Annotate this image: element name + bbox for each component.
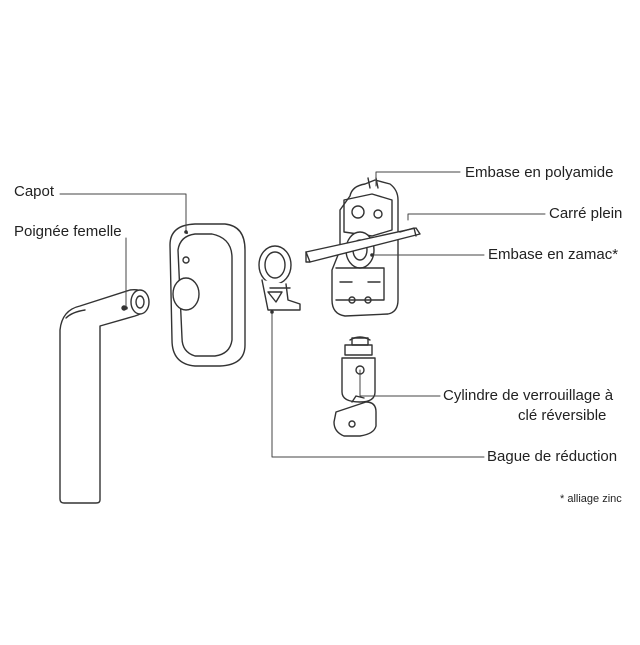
leader-carre-plein [407,213,546,221]
leader-cylindre [359,369,441,397]
label-carre-plein: Carré plein [549,205,623,222]
square-spindle-illustration [305,227,421,263]
reduction-ring-illustration [258,245,301,311]
label-embase-polyamide: Embase en polyamide [465,164,614,181]
label-bague-reduction: Bague de réduction [487,448,618,465]
leader-lines [59,171,546,458]
leader-bague [271,311,485,458]
label-cylindre-line2: clé réversible [518,407,607,424]
label-poignee-femelle: Poignée femelle [14,223,122,240]
leader-embase-polyamide [375,171,461,187]
cover-illustration [169,223,246,367]
lock-cylinder-illustration [333,336,377,437]
label-embase-zamac: Embase en zamac* [488,246,619,263]
leader-capot [59,193,187,232]
footnote-alliage: * alliage zinc [560,493,622,505]
label-cylindre-line1: Cylindre de verrouillage à [443,387,614,404]
handle-illustration [59,289,150,504]
label-capot: Capot [14,183,55,200]
